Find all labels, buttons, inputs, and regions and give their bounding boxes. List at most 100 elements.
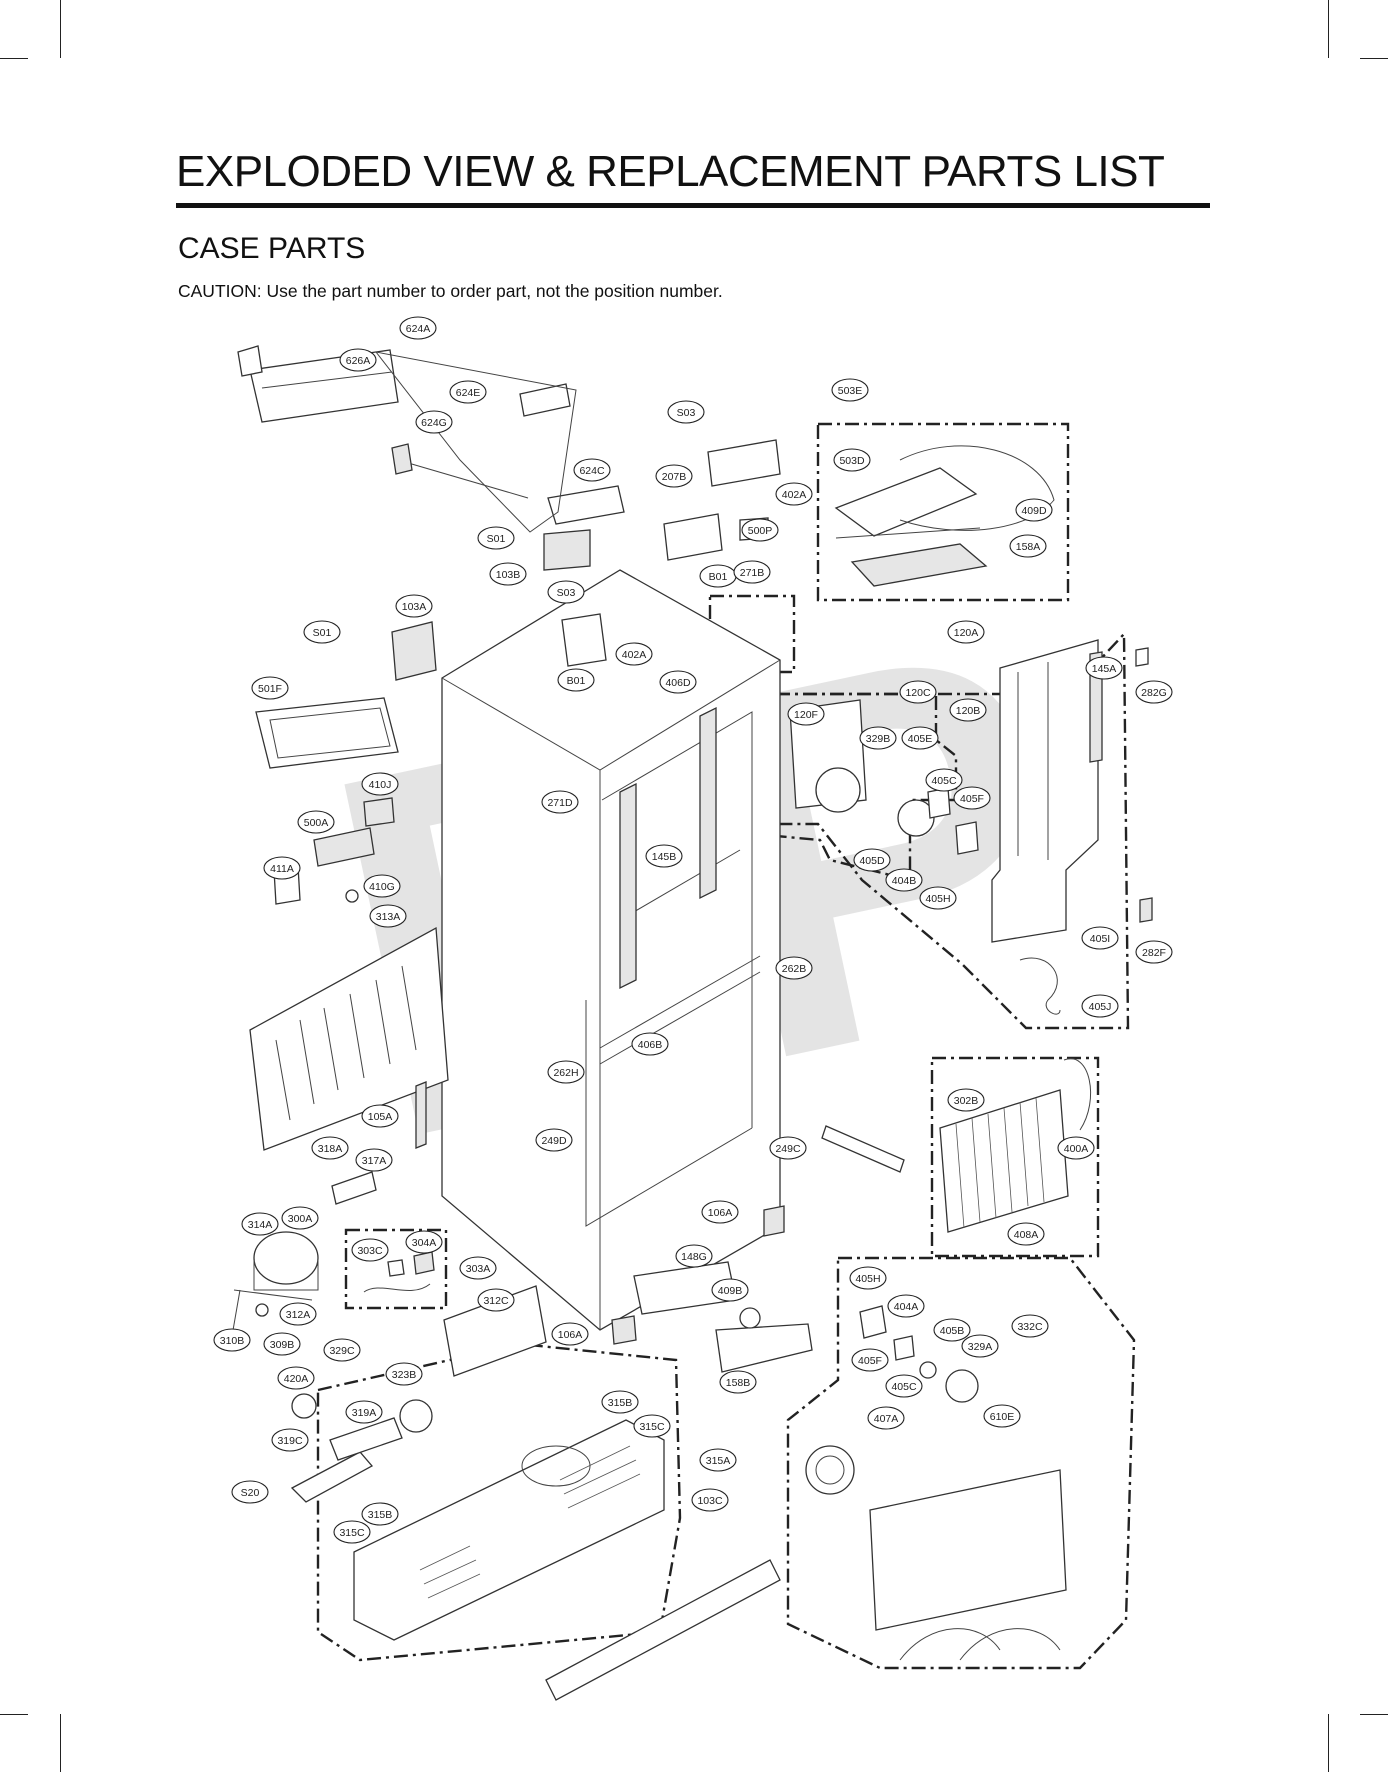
callout-text: 408A: [1014, 1229, 1039, 1241]
callout-500a: 500A: [297, 810, 335, 834]
callout-120f: 120F: [787, 702, 825, 726]
assembly-boundary-cord: [344, 1228, 448, 1310]
callout-410g: 410G: [363, 874, 401, 898]
callout-text: 405F: [960, 793, 984, 805]
callout-text: 404B: [892, 875, 917, 887]
callout-text: 145B: [652, 851, 677, 863]
callout-text: 271D: [547, 797, 573, 809]
callout-text: 315B: [608, 1397, 633, 1409]
callout-text: 120C: [905, 687, 931, 699]
callout-text: 329B: [866, 733, 891, 745]
callout-text: 145A: [1092, 663, 1117, 675]
callout-text: 405I: [1090, 933, 1110, 945]
callout-text: S03: [557, 587, 576, 599]
assembly-boundary-hinge-upper: [708, 594, 796, 674]
assembly-boundary-machine-room: [786, 1256, 1136, 1670]
callout-text: 317A: [362, 1155, 387, 1167]
callout-text: 400A: [1064, 1143, 1089, 1155]
callout-303a: 303A: [459, 1256, 497, 1280]
callout-624c: 624C: [573, 458, 611, 482]
base-plate-assembly: [290, 1393, 781, 1701]
callout-120b: 120B: [949, 698, 987, 722]
assembly-boundary-condenser: [930, 1056, 1100, 1258]
callout-332c: 332C: [1011, 1314, 1049, 1338]
callout-s03: S03: [547, 580, 585, 604]
callout-158b: 158B: [719, 1370, 757, 1394]
callout-405h: 405H: [919, 886, 957, 910]
callout-text: 120A: [954, 627, 979, 639]
callout-text: 207B: [662, 471, 687, 483]
callout-405i: 405I: [1081, 926, 1119, 950]
callout-500p: 500P: [741, 518, 779, 542]
callout-402a: 402A: [615, 642, 653, 666]
callout-315a: 315A: [699, 1448, 737, 1472]
callout-420a: 420A: [277, 1366, 315, 1390]
callout-text: 106A: [558, 1329, 583, 1341]
callout-329c: 329C: [323, 1338, 361, 1362]
callout-315c: 315C: [633, 1414, 671, 1438]
callout-text: 405H: [855, 1273, 880, 1285]
callout-text: S01: [487, 533, 506, 545]
callout-text: 624E: [456, 387, 481, 399]
callout-310b: 310B: [213, 1328, 251, 1352]
callout-249d: 249D: [535, 1128, 573, 1152]
page-title: EXPLODED VIEW & REPLACEMENT PARTS LIST: [176, 147, 1165, 196]
callout-303c: 303C: [351, 1238, 389, 1262]
callout-text: 406D: [665, 677, 691, 689]
callout-text: 501F: [258, 683, 282, 695]
machine-room-assembly: [805, 1305, 1067, 1661]
callout-319c: 319C: [271, 1428, 309, 1452]
callout-text: 405B: [940, 1325, 965, 1337]
callout-315b: 315B: [601, 1390, 639, 1414]
callout-405h: 405H: [849, 1266, 887, 1290]
callout-405e: 405E: [901, 726, 939, 750]
callout-405c: 405C: [925, 768, 963, 792]
callout-105a: 105A: [361, 1104, 399, 1128]
callout-148g: 148G: [675, 1244, 713, 1268]
callout-text: 405H: [925, 893, 950, 905]
callout-103b: 103B: [489, 562, 527, 586]
callout-s20: S20: [231, 1480, 269, 1504]
callout-145b: 145B: [645, 844, 683, 868]
callout-315b: 315B: [361, 1502, 399, 1526]
callout-text: B01: [709, 571, 728, 583]
callout-302b: 302B: [947, 1088, 985, 1112]
assembly-boundary-fan: [774, 692, 958, 882]
callout-304a: 304A: [405, 1230, 443, 1254]
callout-317a: 317A: [355, 1148, 393, 1172]
callout-text: 329A: [968, 1341, 993, 1353]
callout-text: 312A: [286, 1309, 311, 1321]
callout-text: 315A: [706, 1455, 731, 1467]
title-rule: [176, 203, 1210, 208]
callout-text: 249D: [541, 1135, 567, 1147]
callout-405f: 405F: [953, 786, 991, 810]
callout-text: 120B: [956, 705, 981, 717]
callout-text: 410J: [369, 779, 392, 791]
callout-text: 500A: [304, 817, 329, 829]
callout-text: S20: [241, 1487, 260, 1499]
callout-410j: 410J: [361, 772, 399, 796]
callout-text: 402A: [622, 649, 647, 661]
callout-text: 624C: [579, 465, 605, 477]
callout-text: 315C: [639, 1421, 665, 1433]
callout-text: 313A: [376, 911, 401, 923]
callout-text: 302B: [954, 1095, 979, 1107]
callout-labels: 624A626A624E624G624CS01103BS03S03207B402…: [213, 316, 1173, 1544]
callout-407a: 407A: [867, 1406, 905, 1430]
callout-402a: 402A: [775, 482, 813, 506]
callout-text: 407A: [874, 1413, 899, 1425]
callout-text: 503D: [839, 455, 865, 467]
callout-text: 323B: [392, 1369, 417, 1381]
callout-103c: 103C: [691, 1488, 729, 1512]
callout-158a: 158A: [1009, 534, 1047, 558]
callout-text: 420A: [284, 1373, 309, 1385]
callout-text: 312C: [483, 1295, 509, 1307]
callout-405b: 405B: [933, 1318, 971, 1342]
evaporator-cover-assembly: [789, 639, 1153, 1015]
callout-405f: 405F: [851, 1348, 889, 1372]
callout-text: 503E: [838, 385, 863, 397]
callout-text: 404A: [894, 1301, 919, 1313]
callout-text: 409D: [1021, 505, 1047, 517]
callout-text: 103B: [496, 569, 521, 581]
